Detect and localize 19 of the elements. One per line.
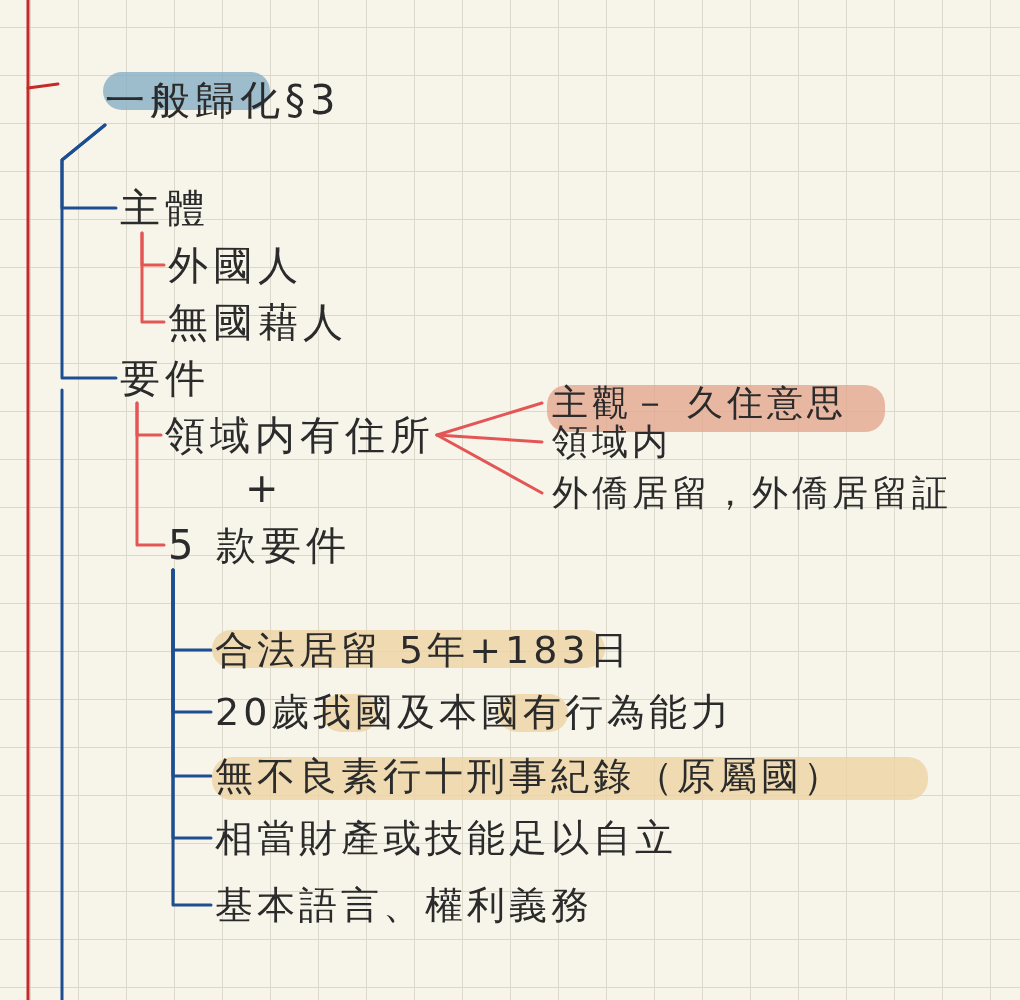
tree-item: 主體 — [120, 183, 210, 233]
tree-connector — [435, 401, 544, 437]
list-item: 合法居留 5年+183日 — [215, 625, 632, 675]
list-item: 無不良素行十刑事紀錄（原屬國） — [215, 751, 845, 801]
tree-connector — [171, 568, 213, 907]
list-item: 基本語言、權利義務 — [215, 880, 593, 930]
tree-connector — [435, 433, 544, 495]
tree-item: 領域内有住所 — [165, 410, 435, 460]
tree-connector — [60, 123, 118, 380]
plus-sign: + — [245, 463, 284, 513]
tree-item: 要件 — [120, 353, 210, 403]
tree-item: 外國人 — [168, 240, 303, 290]
branch-item: 外僑居留，外僑居留証 — [552, 468, 952, 518]
tree-connector — [135, 401, 166, 547]
list-item: 20歲我國及本國有行為能力 — [215, 687, 734, 737]
tree-item: 無國藉人 — [168, 297, 348, 347]
tree-item: 5 款要件 — [168, 520, 352, 570]
list-item: 相當財產或技能足以自立 — [215, 813, 677, 863]
tree-connector — [140, 231, 166, 324]
